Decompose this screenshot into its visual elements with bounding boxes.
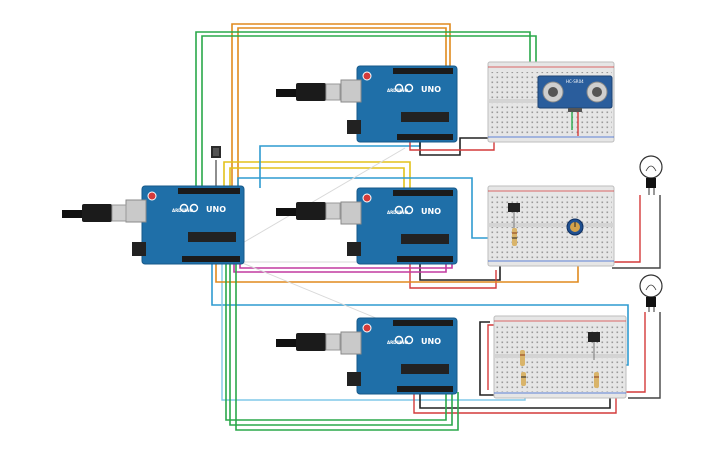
reset-button[interactable] — [362, 193, 372, 203]
main-arduino[interactable]: ARDUINO UNO — [125, 185, 245, 265]
power-jack — [347, 242, 361, 256]
header-bottom — [397, 256, 453, 262]
potentiometer[interactable] — [566, 218, 584, 236]
chip — [401, 234, 449, 244]
board-model: UNO — [421, 337, 441, 346]
usb-port — [340, 79, 362, 103]
usb-cable-top — [276, 83, 341, 101]
header-bottom — [397, 386, 453, 392]
middle-arduino[interactable]: ARDUINO UNO — [340, 187, 458, 265]
reset-button[interactable] — [362, 71, 372, 81]
board-model: UNO — [206, 205, 226, 214]
chip — [401, 364, 449, 374]
header-top — [393, 68, 453, 74]
ultrasonic-sensor[interactable]: HC-SR04 — [537, 75, 613, 112]
wire-red-bulb-top[interactable] — [610, 195, 641, 263]
push-button[interactable] — [211, 146, 221, 158]
resistor-bottom-1 — [520, 350, 525, 366]
arduino-logo-icon — [179, 203, 199, 213]
board-brand: ARDUINO — [387, 340, 409, 345]
resistor-bottom-2 — [594, 372, 599, 388]
middle-breadboard[interactable] — [487, 185, 615, 267]
usb-cable-bottom — [276, 333, 341, 351]
reset-button[interactable] — [147, 191, 157, 201]
usb-cable-middle — [276, 202, 341, 220]
board-brand: ARDUINO — [387, 210, 409, 215]
temperature-sensor-bottom[interactable] — [588, 332, 600, 360]
chip — [401, 112, 449, 122]
wire-magenta-2[interactable] — [239, 262, 453, 269]
usb-cable-main — [62, 204, 127, 222]
arduino-logo-icon — [394, 205, 414, 215]
board-model: UNO — [421, 207, 441, 216]
bottom-breadboard[interactable] — [493, 315, 627, 399]
wire-orange-top[interactable] — [231, 23, 451, 188]
wire-green-bottom-1[interactable] — [229, 262, 453, 426]
bottom-arduino[interactable]: ARDUINO UNO — [340, 317, 458, 395]
header-top — [178, 188, 240, 194]
wire-black-bottom[interactable] — [419, 390, 611, 409]
board-brand: ARDUINO — [172, 208, 194, 213]
ultrasonic-label: HC-SR04 — [566, 79, 584, 84]
chip — [188, 232, 236, 242]
bulb-bottom[interactable] — [639, 274, 663, 312]
board-brand: ARDUINO — [387, 88, 409, 93]
board-model: UNO — [421, 85, 441, 94]
bulb-top[interactable] — [639, 155, 663, 195]
wire-gray-bulb-top[interactable] — [612, 195, 661, 269]
wire-gray-bulb-bottom[interactable] — [628, 312, 661, 399]
header-bottom — [182, 256, 240, 262]
power-jack — [347, 372, 361, 386]
wire-orange-top-2[interactable] — [237, 27, 447, 188]
header-bottom — [397, 134, 453, 140]
wire-yellow-1[interactable] — [223, 161, 411, 188]
resistor-bottom-3 — [521, 372, 526, 386]
arduino-logo-icon — [394, 335, 414, 345]
wire-green-bottom-3[interactable] — [225, 262, 447, 421]
wire-green-bottom-2[interactable] — [235, 262, 459, 431]
wire-red-bulb-bottom[interactable] — [625, 312, 646, 393]
power-jack — [132, 242, 146, 256]
wire-red-bottom[interactable] — [413, 392, 617, 414]
reset-button[interactable] — [362, 323, 372, 333]
arduino-logo-icon — [394, 83, 414, 93]
resistor-middle — [512, 228, 517, 246]
usb-port — [340, 201, 362, 225]
usb-port — [125, 199, 147, 223]
header-top — [393, 190, 453, 196]
wire-black-mid[interactable] — [419, 262, 501, 281]
top-arduino[interactable]: ARDUINO UNO — [340, 65, 458, 143]
header-top — [393, 320, 453, 326]
power-jack — [347, 120, 361, 134]
usb-port — [340, 331, 362, 355]
wire-magenta-1[interactable] — [233, 262, 447, 273]
wire-red-mid[interactable] — [409, 262, 497, 289]
